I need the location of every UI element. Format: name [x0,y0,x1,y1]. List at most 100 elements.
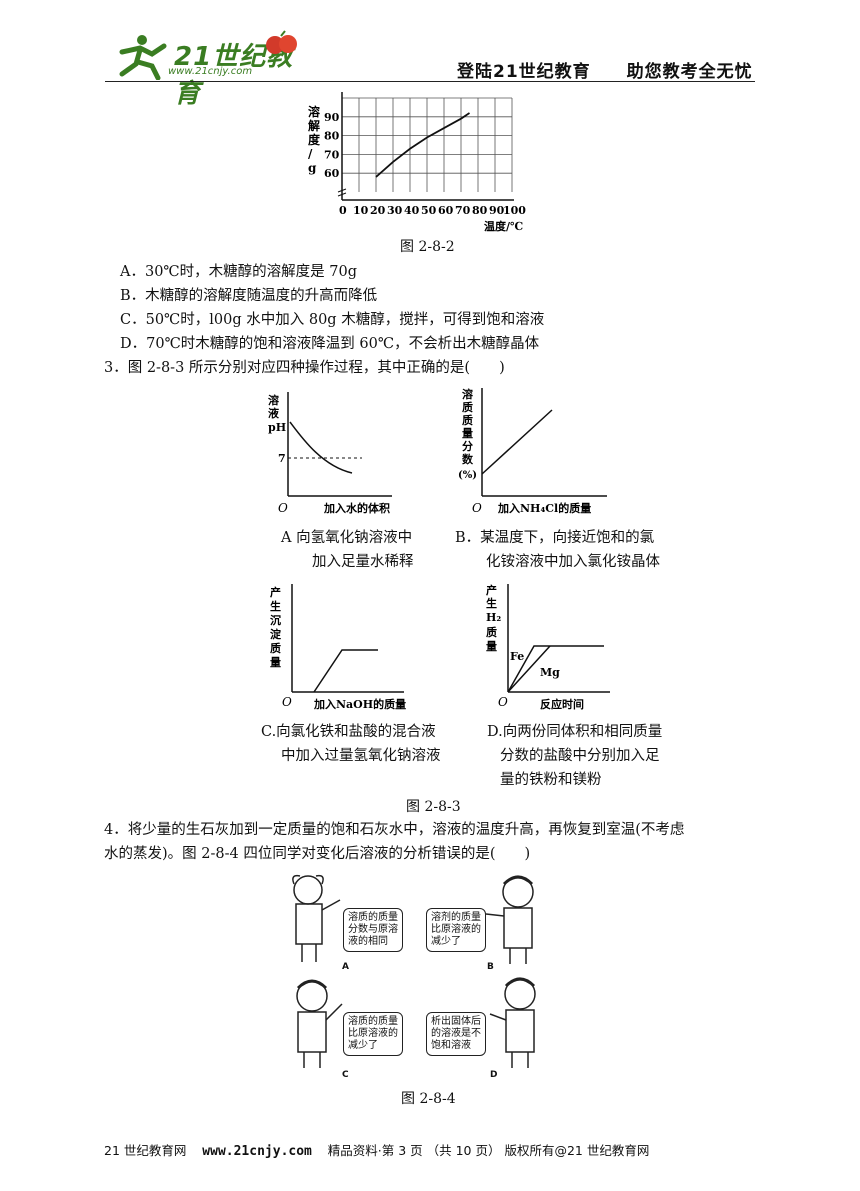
y-label-c-4: 淀 [270,627,282,641]
y-label-d-2: 生 [486,596,497,610]
chart-grid [342,97,513,192]
mg-line [507,645,551,693]
y-tick-label: 70 [324,148,340,161]
q3-stem: 3．图 2-8-3 所示分别对应四种操作过程，其中正确的是( ) [104,360,505,376]
y-label-c-1: 产 [270,585,281,599]
graph-b: 溶 质 质 量 分 数 (%) O 加入NH₄Cl的质量 [458,387,607,515]
q3-option-b-line1: B．某温度下，向接近饱和的氯 [455,530,655,546]
q3-option-d-line1: D.向两份同体积和相同质量 [487,724,663,740]
tick-7: 7 [278,452,286,465]
logo-url: www.21cnjy.com [168,66,253,77]
ph-curve [289,421,353,474]
figure-label-b: B [487,962,494,972]
origin-b: O [472,501,482,515]
q3-option-c-line2: 中加入过量氢氧化钠溶液 [281,748,441,764]
y-label-a-1: 溶 [268,393,279,407]
student-a-figure [292,874,341,962]
x-tick-label: 90 [489,204,505,217]
y-label-a-3: pH [268,421,286,434]
label-fe: Fe [510,650,524,663]
y-label-c-6: 量 [270,656,281,669]
q4-stem-line1: 4．将少量的生石灰加到一定质量的饱和石灰水中，溶液的温度升高，再恢复到室温(不考… [104,822,685,838]
y-label-b-5: 分 [462,439,473,453]
x-tick-label: 10 [353,204,369,217]
origin-d: O [498,695,508,709]
students-illustration [292,874,536,1068]
x-label-b: 加入NH₄Cl的质量 [497,501,591,515]
runner-logo-icon [119,35,167,80]
site-logo: 21世纪教育 www.21cnjy.com [112,30,312,109]
q2-option-b: B．木糖醇的溶解度随温度的升高而降低 [120,288,378,304]
y-label-d-5: 量 [486,640,497,653]
x-tick-label: 50 [421,204,437,217]
solubility-curve [375,112,470,178]
q3-option-d-line3: 量的铁粉和镁粉 [500,772,602,788]
y-label-b-4: 量 [462,427,473,440]
student-b-figure [485,875,534,964]
y-tick-label: 60 [324,167,340,180]
y-label-c-2: 生 [270,599,281,613]
x-tick-label: 80 [472,204,488,217]
y-label-b-2: 质 [462,400,473,414]
y-label-d-1: 产 [486,583,497,597]
y-label-d-3: H₂ [486,611,501,624]
q2-option-a: A．30℃时，木糖醇的溶解度是 70g [120,264,357,280]
q2-option-c: C．50℃时，l00g 水中加入 80g 木糖醇，搅拌，可得到饱和溶液 [120,312,545,328]
footer-left: 21 世纪教育网 [104,1143,187,1158]
header-divider [105,81,755,82]
student-d-figure [489,977,536,1068]
speech-bubble-d: 析出固体后 的溶液是不 饱和溶液 [426,1012,486,1056]
graph-c: 产 生 沉 淀 质 量 O 加入NaOH的质量 [270,584,406,711]
figure-caption-2-8-2: 图 2-8-2 [400,239,455,255]
footer-right: 精品资料·第 3 页 （共 10 页） 版权所有@21 世纪教育网 [327,1143,650,1158]
student-c-figure [296,979,343,1068]
figure-caption-2-8-4: 图 2-8-4 [401,1091,456,1107]
q2-option-d: D．70℃时木糖醇的饱和溶液降温到 60℃，不会析出木糖醇晶体 [120,336,540,352]
figure-label-a: A [342,962,349,972]
x-tick-label: 0 [339,204,347,217]
q3-option-c-line1: C.向氯化铁和盐酸的混合液 [261,724,436,740]
speech-bubble-c: 溶质的质量 比原溶液的 减少了 [343,1012,403,1056]
y-label-b-7: (%) [458,470,477,481]
x-tick-label: 40 [404,204,420,217]
y-label-b-3: 质 [462,413,473,427]
y-axis-label-char: 溶解度/g [308,104,321,175]
mass-fraction-line [481,409,553,475]
speech-bubble-b: 溶剂的质量 比原溶液的 减少了 [426,908,486,952]
footer-url[interactable]: www.21cnjy.com [202,1144,312,1159]
y-label-b-1: 溶 [462,387,473,401]
figure-label-d: D [490,1070,498,1080]
q3-option-d-line2: 分数的盐酸中分别加入足 [500,748,660,764]
x-tick-label: 30 [387,204,403,217]
figure-caption-2-8-3: 图 2-8-3 [406,799,461,815]
q3-option-a-line1: A 向氢氧化钠溶液中 [281,530,413,546]
y-tick-label: 90 [324,111,340,124]
x-tick-label: 20 [370,204,386,217]
x-label-c: 加入NaOH的质量 [313,697,406,711]
graph-a: 溶 液 pH 7 O 加入水的体积 [268,392,392,515]
label-mg: Mg [540,666,560,679]
x-label-d: 反应时间 [540,697,584,711]
speech-bubble-a: 溶质的质量 分数与原溶 液的相同 [343,908,403,952]
y-label-c-3: 沉 [270,613,281,627]
y-tick-label: 80 [324,130,340,143]
y-label-c-5: 质 [270,641,281,655]
y-label-d-4: 质 [486,625,497,639]
header-slogan: 登陆21世纪教育 助您教考全无忧 [457,62,753,82]
y-label-b-6: 数 [462,452,474,466]
precipitate-line [313,649,378,693]
q4-stem-line2: 水的蒸发)。图 2-8-4 四位同学对变化后溶液的分析错误的是( ) [104,846,531,862]
page-footer: 21 世纪教育网 www.21cnjy.com 精品资料·第 3 页 （共 10… [104,1140,649,1159]
origin-c: O [282,695,292,709]
x-tick-label: 70 [455,204,471,217]
q3-option-a-line2: 加入足量水稀释 [312,554,414,570]
apple-icon [266,30,297,54]
y-label-a-2: 液 [268,406,280,420]
origin-a: O [278,501,288,515]
x-label-a: 加入水的体积 [323,501,390,515]
x-axis-label: 温度/℃ [484,219,523,232]
graph-d: 产 生 H₂ 质 量 Fe Mg O 反应时间 [486,583,610,711]
x-tick-label: 100 [503,204,526,217]
fe-line [507,645,604,693]
